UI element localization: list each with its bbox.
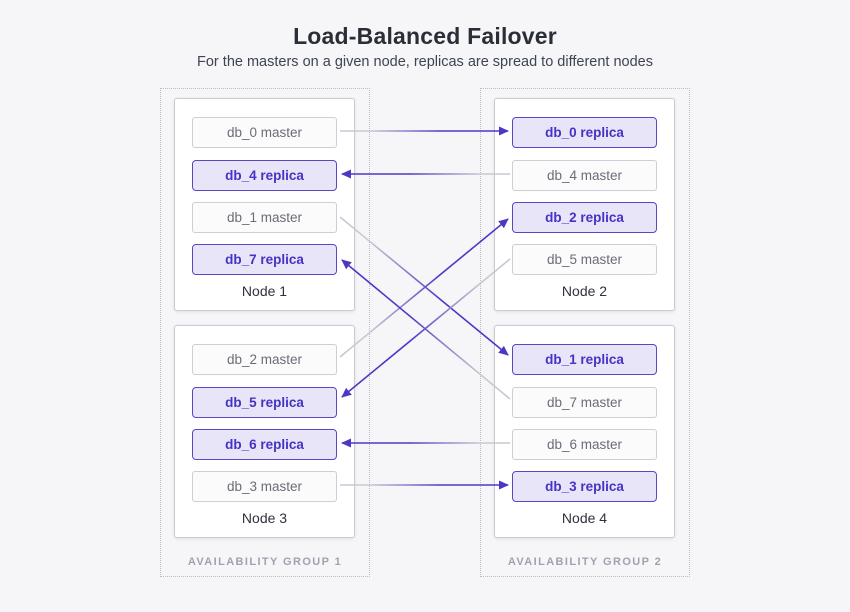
availability-group-1: db_0 master db_4 replica db_1 master db_…	[160, 88, 370, 577]
db-box-db_1-replica: db_1 replica	[512, 344, 657, 375]
db-box-db_6-replica: db_6 replica	[192, 429, 337, 460]
node-2-label: Node 2	[561, 283, 608, 299]
db-box-db_0-replica: db_0 replica	[512, 117, 657, 148]
db-box-db_7-replica: db_7 replica	[192, 244, 337, 275]
db-box-db_5-master: db_5 master	[512, 244, 657, 275]
node-1-label: Node 1	[241, 283, 288, 299]
db-box-db_2-master: db_2 master	[192, 344, 337, 375]
db-box-db_7-master: db_7 master	[512, 387, 657, 418]
diagram-subtitle: For the masters on a given node, replica…	[197, 54, 653, 70]
db-box-db_4-replica: db_4 replica	[192, 160, 337, 191]
db-box-db_1-master: db_1 master	[192, 202, 337, 233]
db-box-db_5-replica: db_5 replica	[192, 387, 337, 418]
diagram-title: Load-Balanced Failover	[293, 23, 557, 49]
db-box-db_6-master: db_6 master	[512, 429, 657, 460]
node-4-label: Node 4	[561, 510, 608, 526]
node-1-card: db_0 master db_4 replica db_1 master db_…	[174, 98, 355, 311]
db-box-db_4-master: db_4 master	[512, 160, 657, 191]
node-3-label: Node 3	[241, 510, 288, 526]
availability-group-2: db_0 replica db_4 master db_2 replica db…	[480, 88, 690, 577]
node-2-card: db_0 replica db_4 master db_2 replica db…	[494, 98, 675, 311]
availability-group-2-label: AVAILABILITY GROUP 2	[507, 556, 663, 568]
db-box-db_3-replica: db_3 replica	[512, 471, 657, 502]
db-box-db_2-replica: db_2 replica	[512, 202, 657, 233]
db-box-db_3-master: db_3 master	[192, 471, 337, 502]
availability-group-1-label: AVAILABILITY GROUP 1	[187, 556, 343, 568]
db-box-db_0-master: db_0 master	[192, 117, 337, 148]
node-4-card: db_1 replica db_7 master db_6 master db_…	[494, 325, 675, 538]
node-3-card: db_2 master db_5 replica db_6 replica db…	[174, 325, 355, 538]
